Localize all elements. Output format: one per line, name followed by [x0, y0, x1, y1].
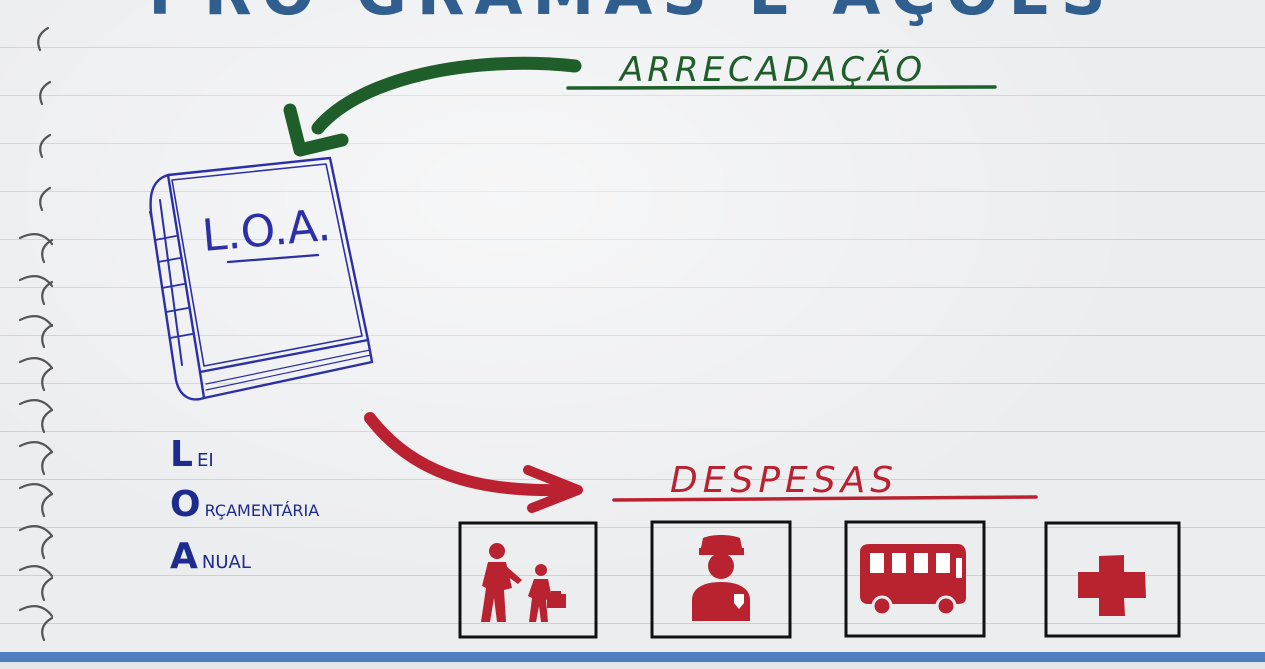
expense-arrow	[364, 412, 583, 513]
security-box	[650, 520, 792, 639]
revenue-arrow	[283, 56, 582, 157]
acronym-initial-a: A	[170, 536, 198, 577]
bottom-strip	[0, 662, 1265, 669]
expense-icons-row	[458, 520, 1181, 639]
acronym-rest-lei: EI	[197, 450, 214, 471]
header-title: PRO GRAMAS E AÇÕES	[148, 0, 1115, 29]
transport-icon	[860, 544, 966, 617]
despesas-underline	[612, 495, 1038, 502]
book-title: L.O.A.	[200, 200, 333, 262]
bottom-accent-bar	[0, 652, 1265, 662]
security-icon	[692, 535, 750, 621]
education-box	[458, 521, 598, 639]
spiral-binding	[18, 26, 54, 642]
arrecadacao-underline	[566, 85, 997, 90]
despesas-label: DESPESAS	[670, 460, 898, 501]
acronym-initial-o: O	[170, 484, 201, 525]
education-icon	[481, 543, 566, 622]
arrecadacao-label: ARRECADAÇÃO	[618, 50, 926, 90]
acronym-rest-orcamentaria: RÇAMENTÁRIA	[205, 501, 320, 520]
loa-book-icon	[149, 156, 374, 401]
health-icon	[1078, 555, 1146, 616]
notebook-paper	[0, 0, 1265, 655]
transport-box	[844, 520, 986, 638]
acronym-rest-anual: NUAL	[202, 552, 251, 573]
acronym-initial-l: L	[170, 434, 193, 475]
health-box	[1044, 521, 1181, 638]
